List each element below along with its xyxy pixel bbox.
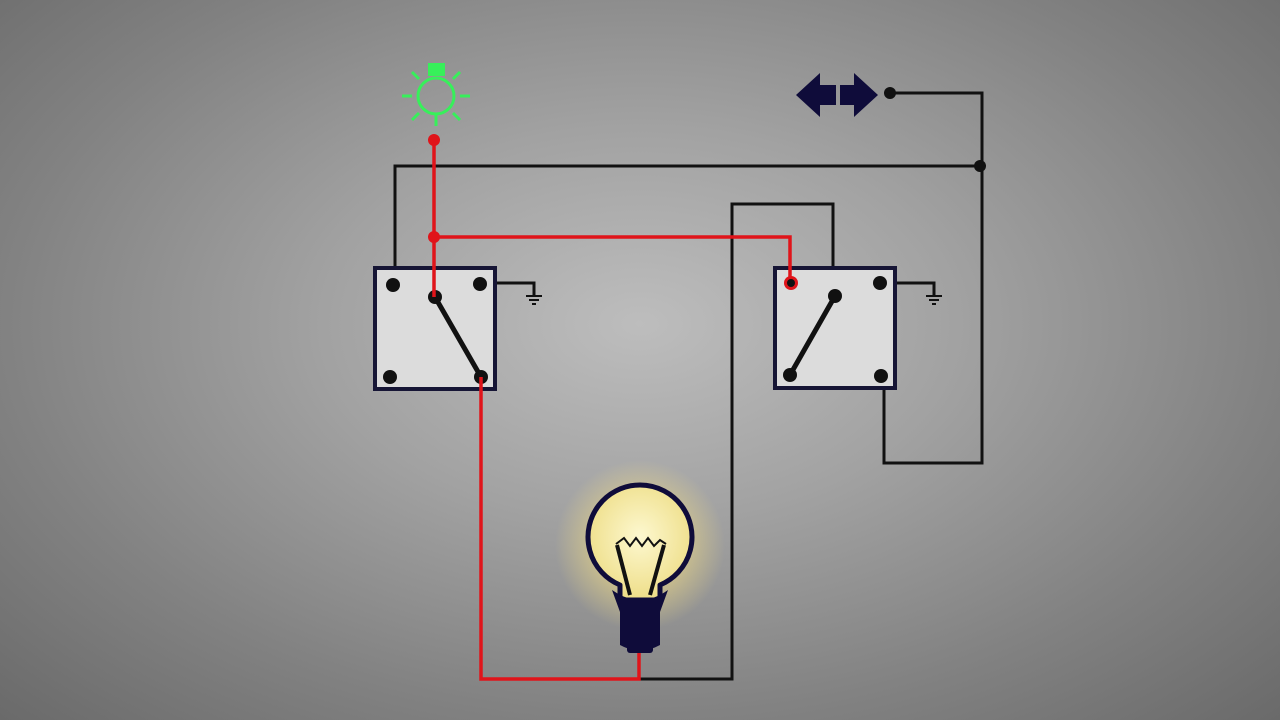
junction-dot-right [974,160,986,172]
red-wires [432,140,792,681]
switch-2-terminal-top-right [873,276,887,290]
ground-lead-switch-1 [481,281,536,296]
ground-symbol-1-icon [526,295,542,305]
junction-dot-live [428,231,440,243]
switch-1-terminal-top-left [386,278,400,292]
ground-lead-switch-2 [881,281,936,296]
switch-2-lever [787,293,838,378]
wire-right-feed [882,91,984,465]
double-arrow-icon [796,73,878,117]
switch-1-lever [432,294,484,380]
switch-2-terminal-bottom-right [874,369,888,383]
wire-live-to-lamp [479,377,641,681]
wire-live-across [434,235,792,283]
switch-1-terminal-top-right [473,277,487,291]
switch-2-pivot [828,289,842,303]
ground-symbol-2-icon [926,295,942,305]
light-symbol-icon [402,63,470,126]
switch-2-terminal-top-left-core [787,279,795,287]
wire-lamp-return [640,202,835,681]
black-wires [393,91,984,681]
wire-top-bus [393,164,980,285]
terminal-dot-live-source [428,134,440,146]
light-bulb-icon [555,460,725,653]
terminal-dot-arrows [884,87,896,99]
switch-2-terminal-bottom-left [783,368,797,382]
switch-1-terminal-bottom-left [383,370,397,384]
